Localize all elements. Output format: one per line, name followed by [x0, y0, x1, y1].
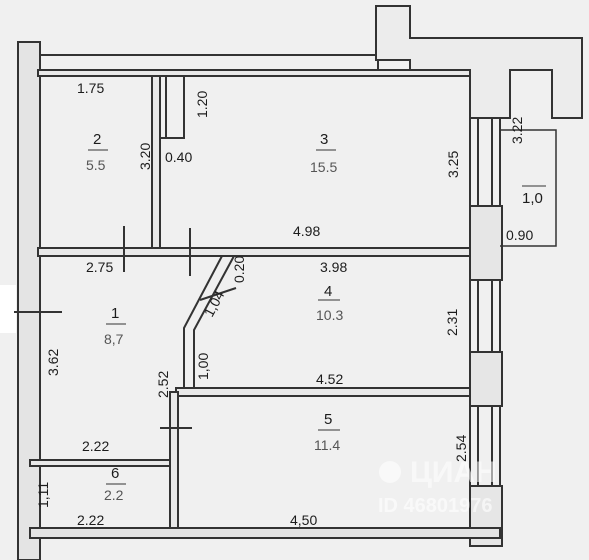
dim-balcony-length: 3.22 [509, 117, 525, 144]
room-2-area: 5.5 [86, 157, 106, 173]
room-3-area: 15.5 [310, 159, 337, 175]
top-right-parapet [375, 5, 583, 119]
dim-room2-height: 3.20 [137, 143, 153, 170]
interior-walls [14, 75, 501, 539]
dim-room1-height: 3.62 [45, 349, 61, 376]
dim-room5-height: 2.54 [453, 435, 469, 462]
room-6-area: 2.2 [104, 487, 124, 503]
watermark-brand: ЦИАН [410, 456, 497, 489]
room-4-number: 4 [324, 283, 332, 300]
room-5-area: 11.4 [314, 437, 340, 453]
balcony-outline [500, 129, 557, 247]
dim-hall-height: 2.52 [155, 371, 171, 398]
cian-watermark: ЦИАН ID 46801976 [378, 456, 497, 517]
dim-balcony-width: 0.90 [506, 227, 533, 243]
room-3-number: 3 [320, 131, 328, 148]
dim-room6-width-top: 2.22 [82, 438, 109, 454]
room-number-underlines [88, 149, 546, 485]
dim-room5-width-top: 4.52 [316, 371, 343, 387]
dim-room1-width: 2.75 [86, 259, 113, 275]
left-outer-wall [17, 41, 41, 560]
room-6-number: 6 [111, 465, 119, 482]
dim-room5-width-bottom: 4,50 [290, 512, 317, 528]
balcony-number: 1,0 [522, 190, 543, 207]
room-1-area: 8,7 [104, 331, 124, 347]
dim-room4-width: 3.98 [320, 259, 347, 275]
dim-room6-height: 1,11 [35, 482, 51, 508]
room-5-number: 5 [324, 411, 332, 428]
dim-wall-thickness: 0.20 [231, 256, 247, 283]
room-4-area: 10.3 [316, 307, 343, 323]
watermark-id: ID 46801976 [378, 495, 493, 517]
room-2-number: 2 [93, 131, 101, 148]
dim-room6-width-bottom: 2.22 [77, 512, 104, 528]
right-exterior-wall [469, 76, 501, 545]
dim-hall-step: 1,00 [195, 353, 211, 380]
dim-closet-depth: 0.40 [165, 149, 192, 165]
dim-corridor-length: 4.98 [293, 223, 320, 239]
dim-room3-height: 3.25 [445, 151, 461, 178]
dim-room4-height: 2.31 [444, 309, 460, 336]
dim-room2-width: 1.75 [77, 80, 104, 96]
room-1-number: 1 [111, 305, 119, 322]
left-edge-light [0, 285, 16, 333]
dim-closet-width: 1.20 [194, 91, 210, 118]
watermark-logo-icon [379, 461, 401, 483]
